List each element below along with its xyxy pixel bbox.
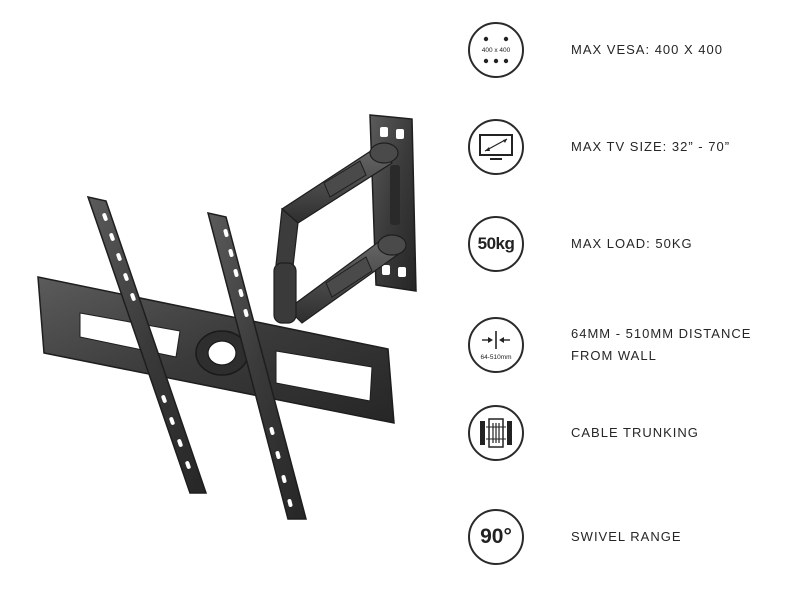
feature-label-wall-distance-line1: 64MM - 510MM DISTANCE xyxy=(571,326,752,341)
vertical-bracket-left xyxy=(86,195,208,494)
vesa-pattern-icon: 400 x 400 xyxy=(468,22,524,78)
load-icon-text: 50kg xyxy=(477,234,515,253)
vesa-icon-text: 400 x 400 xyxy=(482,47,511,54)
wall-distance-graphic: 64-510mm xyxy=(480,331,512,361)
lower-arm xyxy=(273,234,407,324)
wall-distance-icon-text: 64-510mm xyxy=(480,354,511,361)
feature-max-tv-size: MAX TV SIZE: 32” - 70” xyxy=(468,118,788,176)
feature-label-load: MAX LOAD: 50KG xyxy=(571,236,693,251)
feature-label-vesa: MAX VESA: 400 X 400 xyxy=(571,42,723,57)
feature-max-load: 50kg MAX LOAD: 50KG xyxy=(468,215,788,273)
upper-arm xyxy=(275,142,399,277)
cable-trunking-graphic xyxy=(480,418,512,448)
feature-cable-trunking: CABLE TRUNKING xyxy=(468,404,788,462)
load-weight-icon: 50kg xyxy=(468,216,524,272)
feature-max-vesa: 400 x 400 MAX VESA: 400 X 400 xyxy=(468,21,788,79)
feature-wall-distance: 64-510mm 64MM - 510MM DISTANCE FROM WALL xyxy=(468,315,788,375)
vesa-dots-graphic: 400 x 400 xyxy=(482,36,511,64)
tv-frame xyxy=(37,276,395,424)
feature-label-wall-distance-line2: FROM WALL xyxy=(571,348,657,363)
feature-label-swivel-range: SWIVEL RANGE xyxy=(571,529,682,544)
feature-swivel-range: 90° SWIVEL RANGE xyxy=(468,508,788,566)
vertical-bracket-right xyxy=(206,212,307,520)
feature-label-tv-size: MAX TV SIZE: 32” - 70” xyxy=(571,139,731,154)
tv-wall-mount-illustration xyxy=(37,114,417,520)
tv-screen-graphic xyxy=(479,134,513,160)
cable-trunking-icon xyxy=(468,405,524,461)
wall-distance-icon: 64-510mm xyxy=(468,317,524,373)
feature-label-wall-distance: 64MM - 510MM DISTANCE FROM WALL xyxy=(571,323,751,367)
feature-label-cable-trunking: CABLE TRUNKING xyxy=(571,425,699,440)
swivel-range-icon: 90° xyxy=(468,509,524,565)
swivel-icon-text: 90° xyxy=(480,525,512,548)
tv-screen-icon xyxy=(468,119,524,175)
